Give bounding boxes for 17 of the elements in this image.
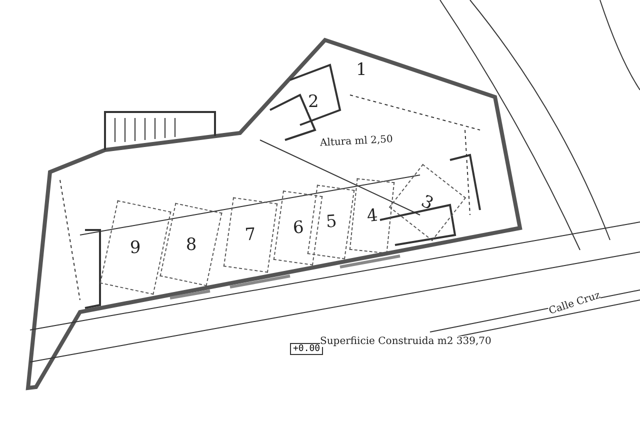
bay-number: 8 bbox=[186, 234, 196, 254]
height-note: Altura ml 2,50 bbox=[320, 134, 394, 149]
parking-bay bbox=[273, 190, 323, 266]
bay-number: 7 bbox=[244, 224, 257, 246]
parking-bay bbox=[349, 178, 395, 254]
area-note: Superfiicie Construida m2 339,70 bbox=[320, 336, 492, 347]
bay-number: 3 bbox=[418, 191, 437, 214]
bay-number: 2 bbox=[308, 92, 319, 112]
bay-number: 5 bbox=[324, 212, 338, 232]
parking-bay bbox=[388, 164, 466, 242]
parking-bay bbox=[223, 197, 278, 273]
bay-number: 9 bbox=[130, 238, 141, 258]
parking-bay bbox=[307, 184, 355, 260]
bay-number: 4 bbox=[366, 206, 378, 226]
parking-bay bbox=[100, 200, 172, 295]
bay-number: 6 bbox=[292, 218, 304, 238]
parking-bay bbox=[160, 202, 222, 286]
